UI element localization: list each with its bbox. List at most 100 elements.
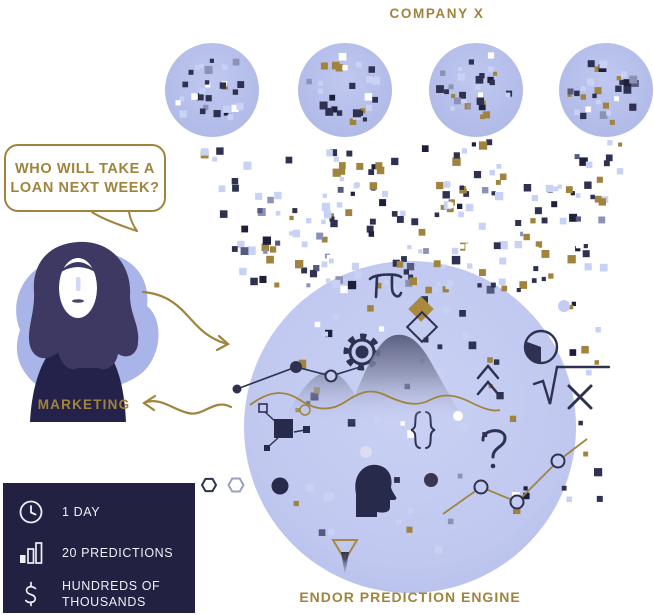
confetti-square — [179, 110, 187, 118]
confetti-square — [237, 240, 245, 249]
confetti-square — [188, 69, 194, 75]
confetti-square — [489, 169, 495, 176]
confetti-square — [409, 277, 417, 286]
stat-label-line2: THOUSANDS — [62, 595, 146, 610]
confetti-square — [262, 236, 271, 245]
confetti-square — [292, 208, 298, 214]
confetti-square — [239, 267, 247, 276]
confetti-square — [444, 181, 451, 188]
confetti-square — [321, 202, 331, 212]
confetti-square — [345, 209, 353, 217]
mountain-chart — [285, 334, 464, 425]
confetti-square — [407, 430, 416, 438]
confetti-square — [329, 94, 336, 101]
confetti-square — [594, 66, 601, 72]
confetti-square — [285, 156, 293, 164]
confetti-square — [596, 176, 603, 183]
confetti-square — [267, 196, 274, 204]
confetti-square — [499, 257, 507, 265]
confetti-square — [325, 329, 333, 338]
confetti-square — [545, 184, 554, 193]
confetti-square — [476, 97, 484, 105]
confetti-square — [459, 185, 464, 190]
confetti-square — [356, 61, 362, 68]
confetti-square — [585, 106, 592, 113]
right-data-squares — [561, 301, 603, 503]
confetti-square — [482, 187, 489, 194]
confetti-square — [436, 368, 442, 373]
confetti-square — [614, 96, 619, 102]
confetti-square — [331, 106, 338, 113]
confetti-square — [328, 213, 334, 219]
confetti-square — [599, 111, 608, 119]
confetti-square — [223, 105, 231, 113]
confetti-square — [473, 171, 482, 179]
confetti-square — [203, 104, 209, 111]
confetti-square — [292, 229, 300, 238]
confetti-square — [567, 92, 572, 97]
confetti-square — [451, 247, 459, 255]
confetti-square — [418, 249, 423, 254]
confetti-square — [179, 96, 185, 102]
confetti-square — [629, 75, 638, 84]
confetti-square — [219, 210, 228, 218]
confetti-square — [598, 198, 606, 206]
confetti-square — [447, 518, 454, 525]
confetti-square — [351, 262, 360, 270]
confetti-square — [330, 149, 338, 157]
confetti-square — [313, 265, 320, 272]
confetti-square — [318, 529, 326, 536]
confetti-square — [448, 84, 454, 90]
confetti-square — [619, 79, 625, 85]
head-icon — [355, 464, 397, 517]
confetti-square — [541, 250, 550, 258]
confetti-square — [580, 112, 587, 120]
confetti-square — [561, 485, 567, 491]
confetti-square — [554, 251, 559, 256]
confetti-square — [523, 228, 530, 236]
confetti-square — [478, 222, 486, 230]
confetti-square — [369, 182, 378, 190]
confetti-square — [479, 269, 486, 276]
confetti-square — [366, 104, 373, 111]
confetti-square — [499, 241, 508, 250]
confetti-square — [571, 301, 576, 306]
confetti-square — [325, 107, 334, 116]
confetti-square — [457, 473, 463, 479]
confetti-square — [444, 89, 449, 95]
confetti-square — [590, 194, 595, 200]
confetti-square — [493, 71, 498, 76]
confetti-square — [579, 157, 588, 166]
confetti-square — [594, 195, 602, 203]
dot-white — [453, 411, 463, 421]
confetti-square — [570, 191, 575, 196]
confetti-square — [594, 360, 599, 365]
confetti-square — [530, 246, 539, 256]
confetti-square — [231, 178, 239, 185]
confetti-square — [523, 492, 530, 500]
confetti-square — [326, 492, 334, 501]
confetti-square — [465, 180, 474, 189]
speech-bubble: WHO WILL TAKE A LOAN NEXT WEEK? — [4, 144, 166, 212]
confetti-square — [447, 202, 454, 209]
persona-label: MARKETING — [37, 397, 131, 412]
confetti-square — [488, 66, 494, 73]
confetti-square — [516, 288, 521, 293]
confetti-square — [509, 415, 517, 422]
person-fringe — [58, 262, 98, 274]
confetti-square — [338, 168, 346, 175]
confetti-square — [421, 145, 429, 152]
confetti-square — [314, 321, 321, 328]
confetti-square — [459, 91, 466, 99]
confetti-square — [368, 66, 375, 73]
confetti-square — [596, 99, 602, 105]
confetti-square — [411, 218, 419, 226]
arrow-from-engine — [142, 394, 233, 415]
confetti-square — [535, 241, 543, 248]
confetti-square — [318, 80, 323, 86]
confetti-square — [569, 349, 577, 356]
gear-icon — [343, 333, 381, 371]
dot-gray — [360, 446, 372, 458]
